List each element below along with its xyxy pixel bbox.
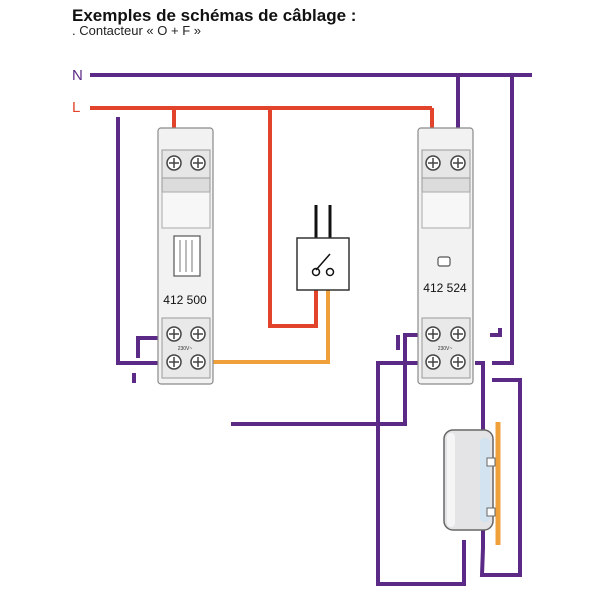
left-module-ref: 412 500 [163, 293, 207, 307]
control-wire-orange [202, 274, 330, 364]
live-label: L [72, 99, 80, 116]
neutral-to-right-bottom [492, 75, 514, 365]
live-to-switch [268, 108, 318, 328]
terminal-screw-icon [166, 155, 206, 370]
right-module-indicator [437, 256, 451, 267]
neutral-left-a2 [136, 336, 163, 358]
neutral-label: N [72, 67, 83, 84]
module-412-500: 412 500 230V~ [157, 127, 214, 385]
left-module-handle [173, 235, 201, 277]
switch-icon [296, 205, 350, 291]
water-heater-icon [443, 422, 501, 545]
terminal-screw-icon [425, 155, 466, 370]
neutral-left-side [116, 117, 163, 365]
heater-feed-1 [376, 361, 466, 586]
left-module-voltage: 230V~ [178, 346, 193, 352]
control-wire-return [231, 333, 420, 426]
page-subtitle: . Contacteur « O + F » [72, 23, 201, 38]
module-412-524: 412 524 230V~ [417, 127, 474, 385]
live-wiring [90, 106, 434, 328]
right-module-ref: 412 524 [423, 281, 467, 295]
page-title: Exemples de schémas de câblage : [72, 6, 357, 25]
heater-feed-2 [475, 361, 522, 577]
right-top-jumper [490, 328, 502, 337]
right-module-voltage: 230V~ [438, 346, 453, 352]
